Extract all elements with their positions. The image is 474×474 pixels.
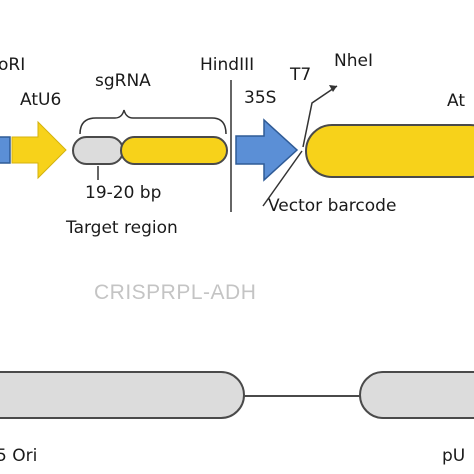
bp-range-label: 19-20 bp (85, 183, 161, 203)
left-backbone-capsule (0, 371, 245, 419)
sgrna-label: sgRNA (95, 71, 151, 91)
atu-gene-capsule (305, 124, 474, 178)
hindiii-label: HindIII (200, 55, 254, 75)
atu-label: At (447, 91, 465, 111)
target-region-label: Target region (65, 218, 178, 238)
atu6-label: AtU6 (20, 90, 61, 110)
left-ori-label: 5 Ori (0, 446, 37, 466)
plasmid-name: CRISPRPL-ADH (94, 281, 256, 304)
ori-element-partial (0, 136, 11, 164)
t7-label: T7 (289, 65, 311, 85)
atu6-promoter-arrow (11, 120, 67, 180)
sgrna-brace (79, 109, 227, 135)
sgrna-scaffold-capsule (120, 136, 228, 165)
vector-barcode-line (262, 150, 303, 207)
vector-barcode-label: Vector barcode (268, 196, 396, 216)
35s-promoter-arrow (235, 118, 299, 182)
right-pu-label: pU (442, 446, 465, 466)
nhei-label: NheI (334, 51, 373, 71)
ori-label: oRI (0, 55, 25, 75)
35s-label: 35S (244, 88, 276, 108)
target-region-capsule (72, 136, 124, 165)
right-backbone-capsule (359, 371, 474, 419)
t7-nhei-marker (302, 85, 338, 148)
t7-arrowhead (329, 85, 337, 92)
